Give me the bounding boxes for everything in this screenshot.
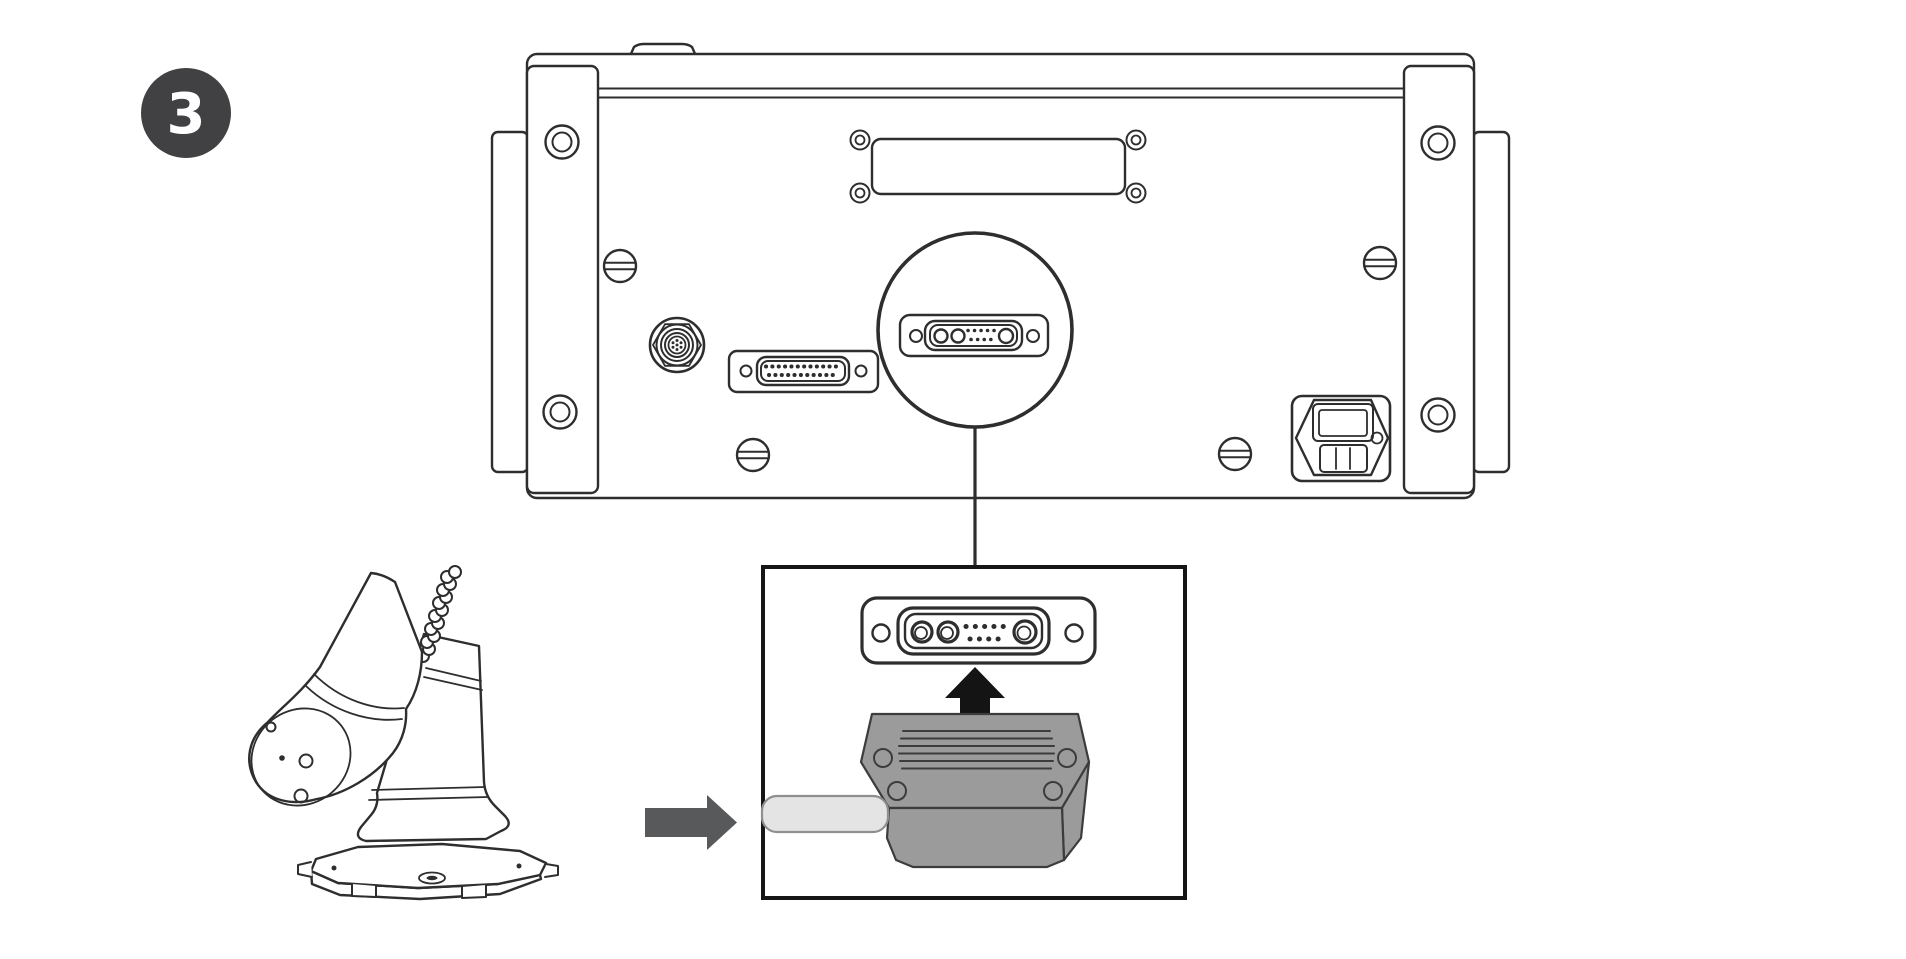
step-number: 3	[167, 82, 206, 147]
aviation-connector	[648, 316, 706, 374]
robot-cable	[760, 794, 890, 834]
panel-screw	[735, 437, 771, 473]
power-switch-window	[1312, 403, 1374, 442]
end-effector-flange	[250, 707, 352, 807]
robot-arm	[248, 565, 559, 901]
panel-screw	[1217, 436, 1253, 472]
inset-detail-box	[760, 565, 1187, 900]
robot-wrist	[248, 571, 424, 804]
connector-plug	[859, 712, 1091, 869]
robot-base-plate	[297, 842, 559, 901]
corrugated-cable	[416, 565, 462, 663]
panel-screw	[1362, 245, 1398, 281]
mounting-bracket-right	[1402, 64, 1476, 495]
step-number-badge: 3	[141, 68, 231, 158]
io-connector-enlarged	[860, 596, 1097, 665]
side-panel-right	[1471, 130, 1511, 474]
blank-cover-plate	[849, 129, 1147, 204]
side-panel-left	[490, 130, 530, 474]
panel-screw	[602, 248, 638, 284]
power-inlet-module	[1290, 394, 1392, 483]
db25-connector	[727, 349, 880, 394]
magnifier-callout	[876, 231, 1074, 568]
step-badge-circle	[141, 68, 231, 158]
io-connector-panel	[898, 313, 1050, 358]
iec-socket	[1319, 444, 1368, 473]
cable-direction-right-arrow	[645, 795, 737, 850]
mounting-bracket-left	[525, 64, 600, 495]
